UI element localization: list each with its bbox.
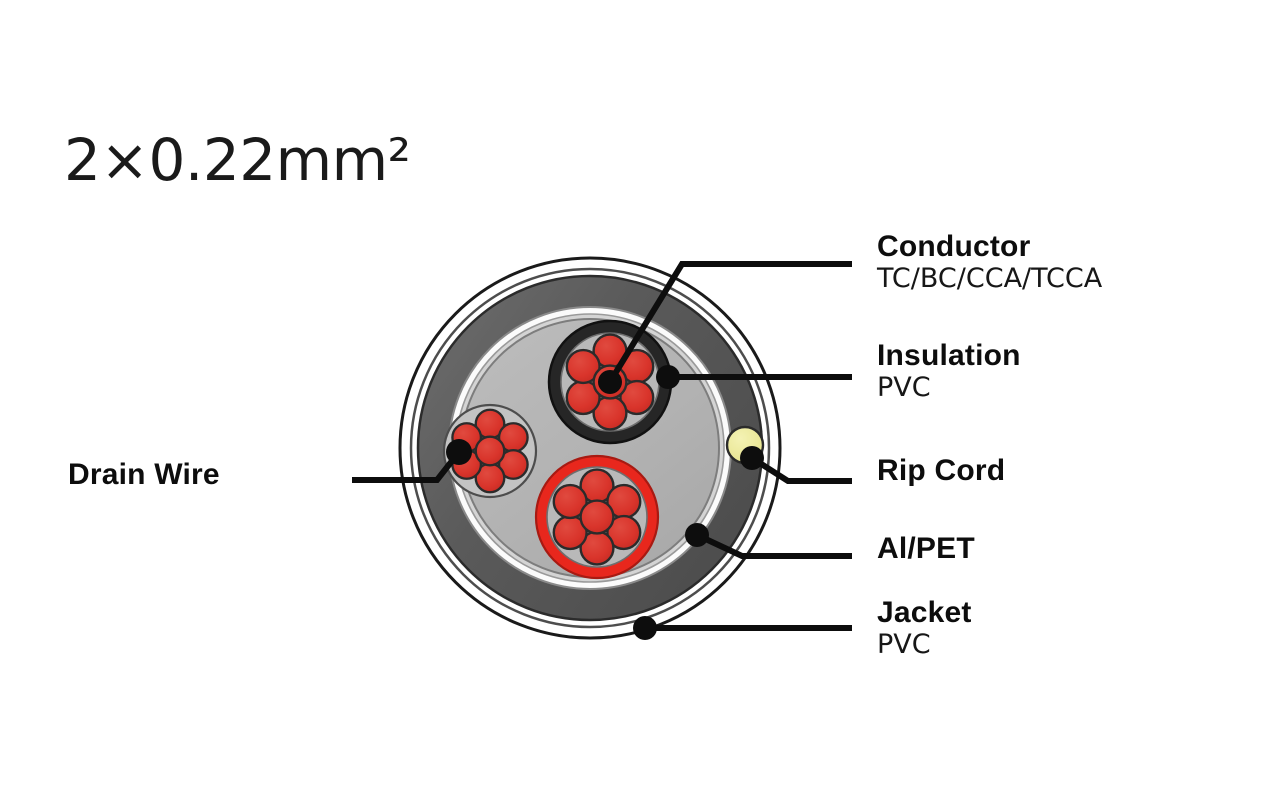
callout-rip-cord: Rip Cord	[877, 454, 1006, 487]
callout-rip-cord-title: Rip Cord	[877, 454, 1006, 487]
callout-insulation-subtitle: PVC	[877, 372, 931, 404]
callout-alpet-title: Al/PET	[877, 532, 975, 565]
callout-jacket-title: Jacket	[877, 596, 972, 629]
callout-insulation: Insulation PVC	[877, 339, 1021, 404]
callout-drain-wire-title: Drain Wire	[68, 458, 220, 491]
leader-line-conductor	[607, 261, 852, 384]
leader-line-alpet	[695, 532, 852, 559]
callout-conductor-subtitle: TC/BC/CCA/TCCA	[877, 263, 1103, 295]
anchor-dot-drain-wire	[446, 439, 472, 465]
leader-anchor-dots	[446, 365, 764, 640]
drain-wire	[442, 403, 538, 499]
anchor-dot-conductor	[598, 370, 622, 394]
callout-jacket: Jacket PVC	[877, 596, 972, 661]
anchor-dot-alpet	[685, 523, 709, 547]
page-title: 2×0.22mm²	[64, 126, 411, 194]
anchor-dot-insulation	[656, 365, 680, 389]
leader-line-rip-cord	[750, 455, 852, 484]
leader-lines	[352, 261, 852, 631]
callout-jacket-subtitle: PVC	[877, 629, 931, 661]
callout-alpet: Al/PET	[877, 532, 975, 565]
callout-drain-wire: Drain Wire	[68, 458, 220, 491]
anchor-dot-jacket	[633, 616, 657, 640]
anchor-dot-rip-cord	[740, 446, 764, 470]
callout-conductor-title: Conductor	[877, 230, 1031, 263]
conductor-red-insulated	[534, 454, 660, 580]
callout-conductor: Conductor TC/BC/CCA/TCCA	[877, 230, 1103, 295]
callout-insulation-title: Insulation	[877, 339, 1021, 372]
